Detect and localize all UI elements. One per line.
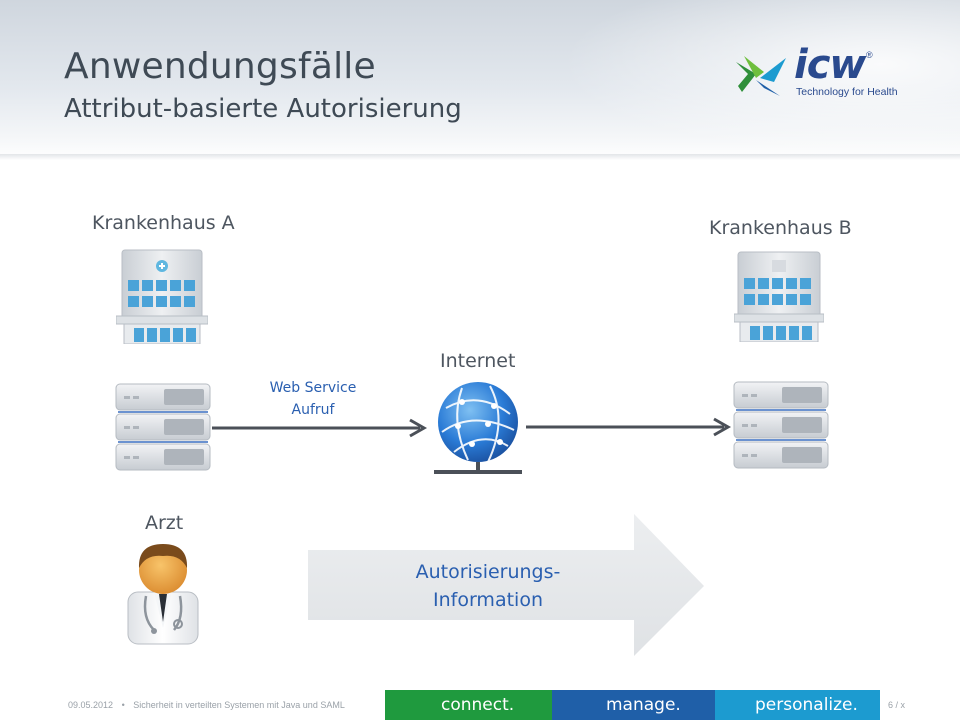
- icw-logo-mark-icon: [736, 56, 786, 96]
- footer-page-number: 6 / x: [888, 700, 906, 710]
- hospital-a-label: Krankenhaus A: [92, 212, 235, 234]
- web-service-arrow: [212, 418, 428, 438]
- slide-subtitle: Attribut-basierte Autorisierung: [64, 94, 462, 124]
- footer-personalize-band: personalize.: [715, 690, 880, 720]
- logo-tagline: Technology for Health: [796, 86, 898, 98]
- footer-meta: 09.05.2012 • Sicherheit in verteilten Sy…: [68, 700, 345, 710]
- server-b-icon: [733, 381, 829, 469]
- footer-manage-band: manage.: [552, 690, 715, 720]
- footer-separator: •: [121, 700, 125, 710]
- web-service-line2: Aufruf: [291, 402, 335, 418]
- footer-connect: connect.: [441, 695, 515, 715]
- web-service-call-label: Web Service Aufruf: [258, 377, 368, 421]
- footer-connect-band: connect.: [385, 690, 552, 720]
- server-a-icon: [115, 383, 211, 471]
- web-service-line1: Web Service: [269, 380, 357, 396]
- authorization-info-arrow: [308, 514, 704, 656]
- doctor-icon: [127, 544, 199, 645]
- logo-word: icw: [794, 42, 866, 88]
- auth-info-line2: Information: [433, 589, 543, 611]
- internet-forward-arrow: [526, 417, 732, 437]
- internet-label: Internet: [440, 350, 516, 372]
- footer-personalize: personalize.: [755, 695, 858, 715]
- hospital-b-icon: [734, 251, 824, 342]
- doctor-label: Arzt: [145, 512, 184, 534]
- auth-info-line1: Autorisierungs-: [415, 561, 561, 583]
- hospital-b-label: Krankenhaus B: [709, 217, 852, 239]
- hospital-a-icon: [116, 249, 208, 344]
- footer-topic: Sicherheit in verteilten Systemen mit Ja…: [133, 700, 345, 710]
- logo-registered: ®: [866, 50, 873, 60]
- footer-date: 09.05.2012: [68, 700, 114, 710]
- icw-logo: icw ® Technology for Health: [734, 42, 904, 110]
- header-glow: [560, 0, 960, 160]
- globe-icon: [434, 382, 522, 474]
- slide-title: Anwendungsfälle: [64, 46, 376, 87]
- authorization-info-label: Autorisierungs- Information: [366, 558, 610, 614]
- footer-manage: manage.: [606, 695, 681, 715]
